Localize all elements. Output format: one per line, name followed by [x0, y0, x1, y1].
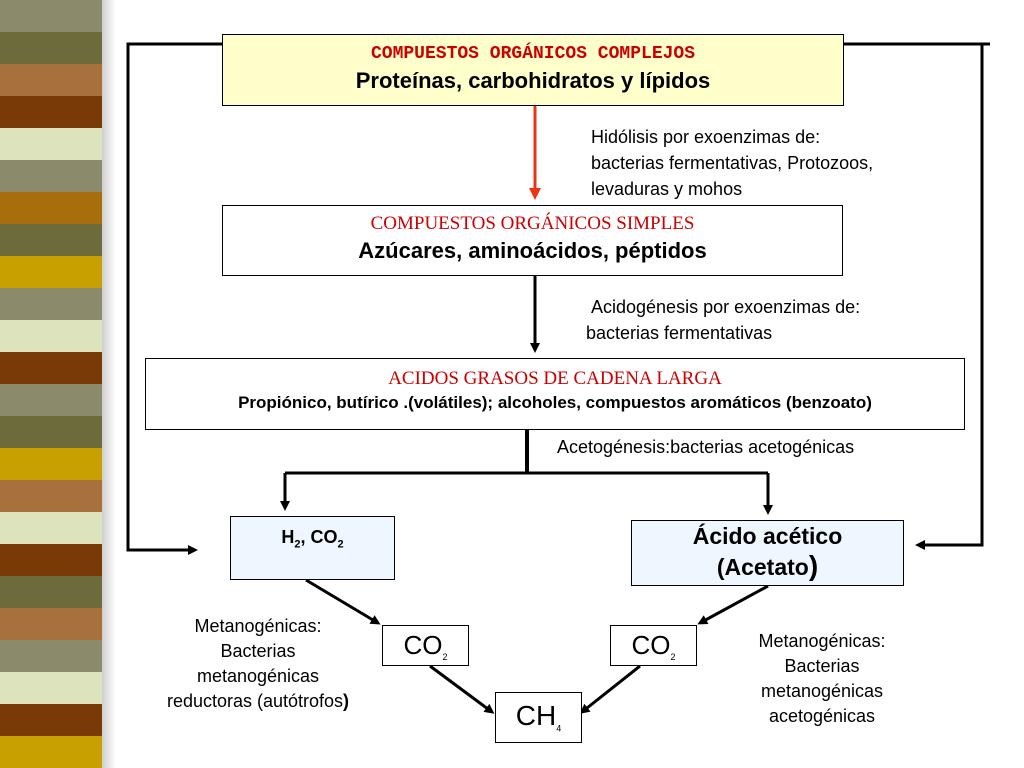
co2-left-box: CO2 [382, 625, 469, 666]
left-label-line-4-text: reductoras (autótrofos [166, 691, 344, 711]
stripe-band [0, 384, 102, 416]
co2-left-sub: 2 [442, 652, 448, 663]
fatty-acids-subtitle: Propiónico, butírico .(volátiles); alcoh… [238, 393, 872, 412]
left-methanogens-label: Metanogénicas: Bacterias metanogénicas r… [138, 614, 378, 714]
acetate-text: (Acetato [716, 554, 809, 580]
stripe-band [0, 576, 102, 608]
left-label-line-1: Metanogénicas: [194, 616, 322, 636]
acetate-paren: ) [808, 550, 819, 581]
stripe-band [0, 672, 102, 704]
simple-organics-subtitle: Azúcares, aminoácidos, péptidos [358, 238, 707, 263]
complex-organics-subtitle: Proteínas, carbohidratos y lípidos [355, 68, 711, 93]
co-subscript: 2 [337, 538, 344, 551]
co2-right-sub: 2 [670, 652, 676, 663]
stripe-band [0, 128, 102, 160]
co2-right-text: CO2 [611, 630, 696, 662]
ch4-sub: 4 [556, 723, 562, 734]
stripe-band [0, 416, 102, 448]
acetic-acid-line-1: Ácido acético [692, 523, 843, 549]
stripe-band [0, 32, 102, 64]
stripe-band [0, 256, 102, 288]
bypass-right-return [915, 44, 984, 550]
ch4-main: CH [515, 700, 557, 731]
left-label-line-4-paren: ) [343, 691, 350, 711]
stripe-band [0, 640, 102, 672]
right-label-line-3: metanogénicas [760, 681, 884, 701]
co2-right-box: CO2 [610, 625, 697, 666]
ch4-box: CH4 [495, 692, 582, 743]
simple-organics-box: COMPUESTOS ORGÁNICOS SIMPLES Azúcares, a… [222, 205, 843, 276]
stripe-band [0, 96, 102, 128]
co2-left-to-ch4-arrow [429, 664, 495, 714]
stripe-band [0, 448, 102, 480]
right-label-line-4: acetogénicas [768, 706, 876, 726]
acetogenesis-label: Acetogénesis:bacterias acetogénicas [557, 437, 855, 457]
acetate-to-co2-arrow [697, 584, 769, 625]
stripe-band [0, 544, 102, 576]
stripe-band [0, 608, 102, 640]
co2-left-main: CO [403, 630, 443, 660]
stripe-band [0, 224, 102, 256]
co-symbol: CO [310, 527, 338, 547]
acetic-acid-line-2: (Acetato) [632, 550, 903, 582]
co2-left-text: CO2 [383, 630, 468, 662]
complex-organics-title: COMPUESTOS ORGÁNICOS COMPLEJOS [370, 44, 696, 64]
stripe-band [0, 0, 102, 32]
h2-to-co2-arrow [305, 578, 381, 625]
hydrolysis-line-3: levaduras y mohos [591, 179, 743, 199]
stripe-band [0, 704, 102, 736]
stripe-band [0, 480, 102, 512]
co2-right-to-ch4-arrow [579, 664, 641, 714]
stripe-band [0, 320, 102, 352]
acidogenesis-line-1: Acidogénesis por exoenzimas de: [591, 297, 861, 317]
h2-co2-box: H2, CO2 [230, 516, 395, 580]
left-label-line-4: reductoras (autótrofos) [138, 689, 378, 714]
decorative-stripe [0, 0, 102, 768]
stripe-band [0, 736, 102, 768]
co2-right-main: CO [631, 630, 671, 660]
simple-organics-title: COMPUESTOS ORGÁNICOS SIMPLES [370, 213, 695, 234]
acetic-acid-box: Ácido acético (Acetato) [631, 520, 904, 586]
stripe-band [0, 64, 102, 96]
left-label-line-2: Bacterias [220, 641, 296, 661]
stripe-band [0, 160, 102, 192]
stripe-band [0, 352, 102, 384]
acidogenesis-label: Acidogénesis por exoenzimas de: bacteria… [586, 294, 860, 346]
stripe-band [0, 192, 102, 224]
fatty-acids-title: ACIDOS GRASOS DE CADENA LARGA [388, 368, 722, 389]
stripe-band [0, 512, 102, 544]
stripe-shadow [102, 0, 116, 768]
acidogenesis-line-2: bacterias fermentativas [586, 323, 773, 343]
right-methanogens-label: Metanogénicas: Bacterias metanogénicas a… [722, 629, 922, 729]
right-label-line-1: Metanogénicas: [758, 631, 886, 651]
complex-organics-box: COMPUESTOS ORGÁNICOS COMPLEJOS Proteínas… [222, 34, 844, 106]
separator: , [300, 527, 311, 547]
ch4-text: CH4 [496, 700, 581, 734]
h2-co2-text: H2, CO2 [231, 527, 394, 551]
left-label-line-3: metanogénicas [196, 666, 320, 686]
right-label-line-2: Bacterias [784, 656, 860, 676]
hydrolysis-line-1: Hidólisis por exoenzimas de: [591, 127, 821, 147]
h-symbol: H [281, 527, 295, 547]
stripe-band [0, 288, 102, 320]
fatty-acids-box: ACIDOS GRASOS DE CADENA LARGA Propiónico… [145, 358, 965, 430]
hydrolysis-label: Hidólisis por exoenzimas de: bacterias f… [591, 124, 873, 202]
bypass-left-line [126, 42, 222, 555]
h-subscript: 2 [294, 538, 301, 551]
hydrolysis-line-2: bacterias fermentativas, Protozoos, [591, 153, 874, 173]
